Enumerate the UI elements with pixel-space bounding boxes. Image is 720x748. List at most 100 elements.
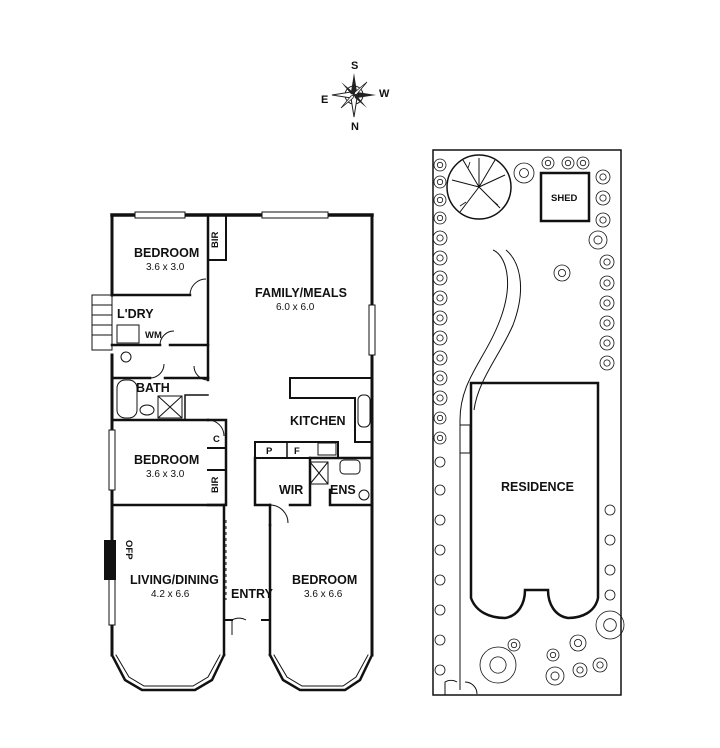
family-meals-size: 6.0 x 6.0 [276,302,315,313]
bedroom-2-size: 3.6 x 3.0 [146,469,185,480]
shrub-icon [603,618,617,632]
bedroom-3-label: BEDROOM [292,573,357,587]
driveway [459,249,521,690]
bedroom-3-size: 3.6 x 6.6 [304,589,343,600]
bedroom-1-label: BEDROOM [134,246,199,260]
shrub-icon [436,161,444,169]
shrub-icon [513,162,535,184]
shrub-icon [599,355,615,371]
shrub-icon [432,270,448,286]
large-tree-icon [446,154,512,220]
bedroom-2-label: BEDROOM [134,453,199,467]
shrub-icon [436,178,444,186]
shrub-icon [434,544,446,556]
fridge-label: F [294,446,300,457]
compass-east-label: E [321,94,328,106]
shed-outline [539,171,591,223]
laundry-label: L'DRY [117,307,154,321]
shrub-icon [436,374,444,382]
shrub-icon [436,294,444,302]
shrub-icon [433,193,447,207]
shrub-icon [576,156,590,170]
family-meals-label: FAMILY/MEALS [255,286,347,300]
shrub-icon [436,234,444,242]
shrub-icon [432,350,448,366]
shrub-icon [436,394,444,402]
shrub-icon [604,534,616,546]
living-dining-label: LIVING/DINING [130,573,219,587]
shrub-icon [434,484,446,496]
door-swings [149,278,289,635]
shrub-icon [432,390,448,406]
shrub-icon [434,604,446,616]
shrub-icon [436,334,444,342]
shrub-icon [596,661,604,669]
shrub-icon [432,310,448,326]
shrub-icon [604,504,616,516]
shrub-icon [433,158,447,172]
shrub-icon [574,639,583,648]
shrub-icon [510,641,518,649]
shrub-icon [436,414,444,422]
shrub-icon [603,279,611,287]
shrub-icon [603,319,611,327]
pantry-label: P [266,446,273,457]
shrub-icon [433,175,447,189]
shrub-icon [479,646,517,684]
shrub-icon [434,514,446,526]
shrub-icon [553,264,571,282]
cupboard-label: C [213,434,220,445]
shrub-icon [546,648,560,662]
shrub-icon [599,315,615,331]
shrub-icon [433,211,447,225]
shrub-icon [436,214,444,222]
compass-north-label: N [351,121,359,133]
shrub-icon [599,194,607,202]
shrub-icon [432,290,448,306]
windows [108,211,376,626]
shrub-icon [432,370,448,386]
shrub-icon [603,339,611,347]
bir-2-label: BIR [210,477,221,494]
site-boundary [432,149,622,696]
entry-label: ENTRY [231,587,274,601]
shrub-icon [595,169,611,185]
shrub-icon [436,434,444,442]
shrub-icon [558,268,567,277]
shrub-icon [561,156,575,170]
shrub-icon [595,190,611,206]
laundry-stairs [91,294,113,351]
shrub-icon [599,254,615,270]
shrub-icon [599,275,615,291]
shrub-icon [544,159,552,167]
shrub-icon [572,662,588,678]
shrub-icon [599,335,615,351]
shrub-icon [604,589,616,601]
shrub-icon [595,610,625,640]
shrub-icon [599,216,607,224]
bir-1-label: BIR [210,232,221,249]
bedroom-1-size: 3.6 x 3.0 [146,262,185,273]
shrub-icon [489,656,507,674]
shrub-icon [434,574,446,586]
shrub-icon [603,258,611,266]
compass-west-label: W [379,88,390,100]
shrub-icon [550,671,560,681]
shrub-icon [436,274,444,282]
shrub-icon [588,230,608,250]
shrub-icon [436,254,444,262]
shrub-icon [604,564,616,576]
kitchen-label: KITCHEN [290,414,346,428]
shrub-icon [593,235,603,245]
shrub-icon [541,156,555,170]
residence-label: RESIDENCE [501,480,574,494]
ensuite-label: ENS [330,483,356,497]
front-gate [444,679,478,695]
bath-fixtures [116,324,371,501]
shrub-icon [549,651,557,659]
residence-steps [459,424,471,454]
shrub-icon [434,664,446,676]
shrub-icon [569,634,587,652]
shrub-icon [599,295,615,311]
